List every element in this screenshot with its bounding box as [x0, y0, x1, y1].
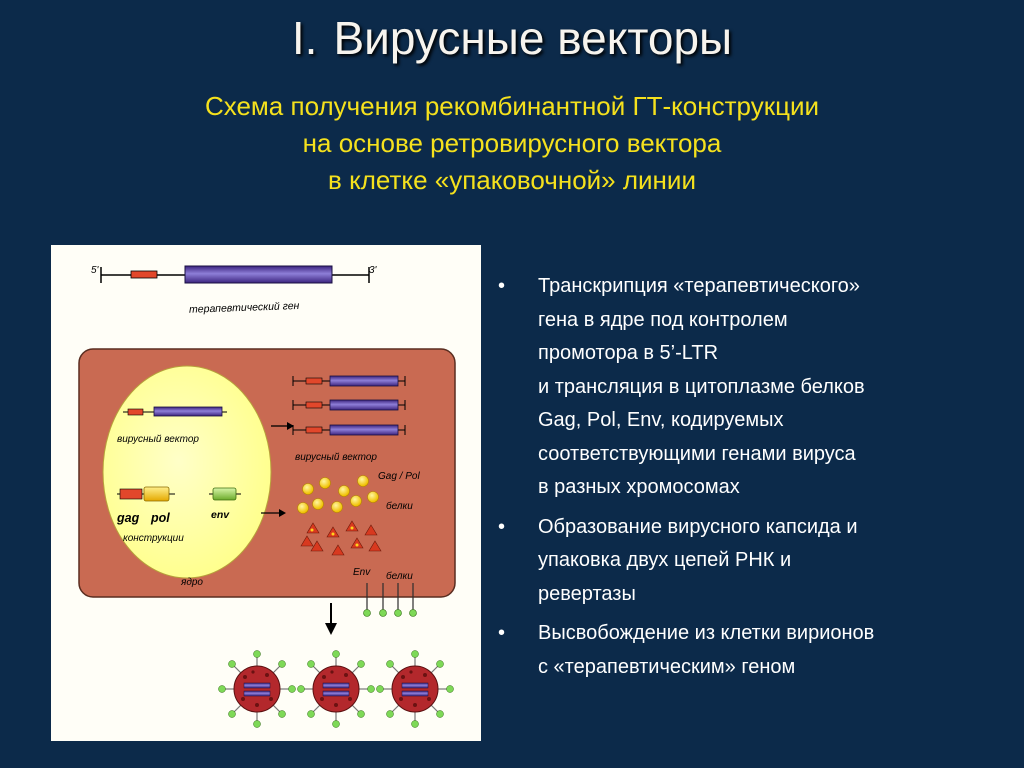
- slide-title: I. Вирусные векторы: [0, 10, 1024, 66]
- virion: [297, 650, 375, 728]
- subtitle-line: Схема получения рекомбинантной ГТ-констр…: [204, 91, 820, 121]
- constructs-label: конструкции: [123, 533, 184, 544]
- bullet-text-line: Транскрипция «терапевтического»: [538, 275, 860, 297]
- bullet-item: • Транскрипция «терапевтического» гена в…: [498, 270, 998, 505]
- therapeutic-gene-bar: [184, 265, 333, 284]
- bullet-marker: •: [498, 622, 506, 644]
- therapeutic-gene-construct: 5' 3' терапевтический ген: [91, 265, 378, 316]
- bullet-text-line: Высвобождение из клетки вирионов: [538, 622, 875, 644]
- proteins-label-2: белки: [386, 570, 413, 582]
- gag-pol-label: Gag / Pol: [378, 471, 420, 482]
- promoter-box: [130, 270, 158, 279]
- slide-number: I.: [291, 12, 318, 64]
- viral-vector-label-nucleus: вирусный вектор: [117, 434, 199, 445]
- bullet-text-line: соответствующими генами вируса: [538, 442, 856, 465]
- gag-pol-proteins: Gag / Pol белки: [297, 471, 420, 514]
- membrane-env-proteins: Env белки: [353, 567, 417, 617]
- packaging-constructs: gag pol env конструкции ядро: [116, 486, 241, 588]
- env-proteins: [300, 520, 382, 556]
- env-label: env: [211, 509, 230, 521]
- release-arrow: [325, 603, 337, 635]
- virion: [376, 650, 454, 728]
- subtitle-line: в клетке «упаковочной» линии: [328, 165, 696, 195]
- bullet-item: • Высвобождение из клетки вирионов с «те…: [498, 617, 998, 684]
- three-prime-label: 3': [369, 265, 378, 276]
- gag-label: gag: [116, 511, 140, 525]
- slide-title-text: Вирусные векторы: [333, 12, 733, 64]
- subtitle-line: на основе ретровирусного вектора: [302, 128, 722, 158]
- virions: [218, 650, 454, 728]
- virion: [218, 650, 296, 728]
- nucleus-label: ядро: [180, 577, 203, 588]
- bullet-text-line: в разных хромосомах: [538, 476, 740, 498]
- bullet-text-line: упаковка двух цепей РНК и: [538, 549, 792, 571]
- diagram-canvas: 5' 3' терапевтический ген вирусный векто…: [78, 265, 456, 728]
- bullet-text-line: гена в ядре под контролем: [538, 308, 788, 331]
- bullet-text-line: и трансляция в цитоплазме белков: [538, 375, 865, 398]
- bullet-text-line: Gag, Pol, Env, кодируемых: [538, 409, 784, 431]
- bullet-marker: •: [498, 515, 506, 538]
- viral-vector-label-cytoplasm: вирусный вектор: [295, 452, 377, 463]
- bullet-marker: •: [498, 275, 506, 297]
- bullet-text-line: с «терапевтическим» геном: [538, 655, 796, 678]
- cytoplasm-viral-rnas: вирусный вектор: [292, 375, 406, 463]
- five-prime-label: 5': [91, 265, 100, 276]
- bullet-text-line: промотора в 5’-LTR: [538, 342, 719, 364]
- bullet-text-line: Образование вирусного капсида и: [538, 515, 858, 538]
- bullet-item: • Образование вирусного капсида и упаков…: [498, 511, 998, 612]
- therapeutic-gene-label: терапевтический ген: [189, 300, 300, 316]
- retroviral-vector-diagram: 5' 3' терапевтический ген вирусный векто…: [51, 245, 481, 741]
- nucleus: [102, 365, 272, 579]
- nucleus-export-arrows: [261, 422, 294, 517]
- slide-subtitle: Схема получения рекомбинантной ГТ-констр…: [0, 88, 1024, 199]
- bullet-text-line: ревертазы: [538, 582, 636, 605]
- bullet-list: • Транскрипция «терапевтического» гена в…: [498, 270, 998, 690]
- proteins-label-1: белки: [386, 500, 413, 512]
- pol-label: pol: [150, 511, 170, 525]
- env-protein-label: Env: [353, 567, 371, 578]
- nucleus-viral-vector: вирусный вектор: [117, 406, 227, 445]
